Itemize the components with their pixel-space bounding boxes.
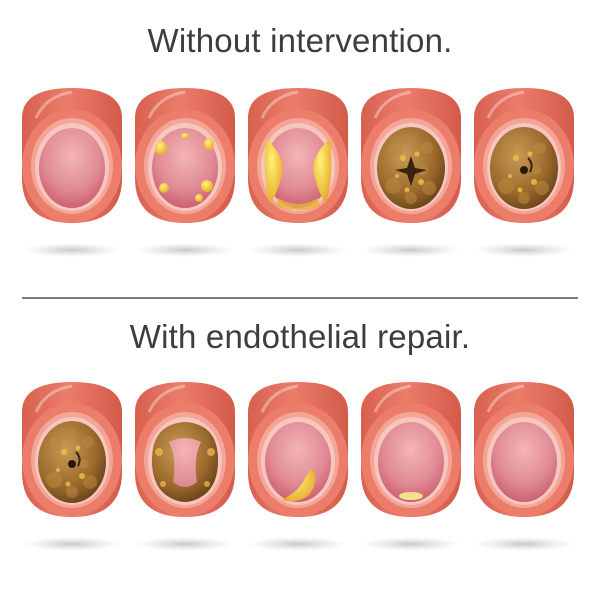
vessel-cross-section — [468, 372, 580, 562]
vessel-shadow — [135, 537, 235, 551]
plaque — [282, 468, 316, 502]
vessel-row-without-intervention — [0, 78, 600, 268]
plaque — [377, 127, 445, 209]
vessel-shadow — [248, 537, 348, 551]
vessel-shadow — [248, 243, 348, 257]
vessel-shadow — [474, 537, 574, 551]
vessel-cross-section — [129, 78, 241, 268]
title-with-endothelial-repair: With endothelial repair. — [129, 318, 471, 355]
vessel-shadow — [22, 537, 122, 551]
vessel-shadow — [135, 243, 235, 257]
vessel-row-with-endothelial-repair — [0, 372, 600, 562]
vessel-cross-section — [355, 78, 467, 268]
plaque — [490, 127, 558, 209]
title-without-intervention: Without intervention. — [147, 22, 453, 59]
plaque — [399, 492, 423, 500]
vessel-cross-section — [355, 372, 467, 562]
vessel-cross-section — [242, 78, 354, 268]
vessel-shadow — [474, 243, 574, 257]
vessel-shadow — [361, 537, 461, 551]
plaque — [38, 421, 106, 503]
plaque — [264, 138, 332, 210]
vessel-shadow — [361, 243, 461, 257]
vessel-cross-section — [468, 78, 580, 268]
plaque — [155, 133, 214, 202]
vessel-lumen — [39, 128, 105, 208]
vessel-lumen — [265, 128, 331, 208]
vessel-cross-section — [16, 372, 128, 562]
plaque — [152, 422, 218, 502]
section-divider — [22, 297, 578, 299]
vessel-cross-section — [16, 78, 128, 268]
vessel-cross-section — [242, 372, 354, 562]
vessel-shadow — [22, 243, 122, 257]
vessel-lumen — [378, 422, 444, 502]
vessel-lumen — [491, 422, 557, 502]
vessel-cross-section — [129, 372, 241, 562]
